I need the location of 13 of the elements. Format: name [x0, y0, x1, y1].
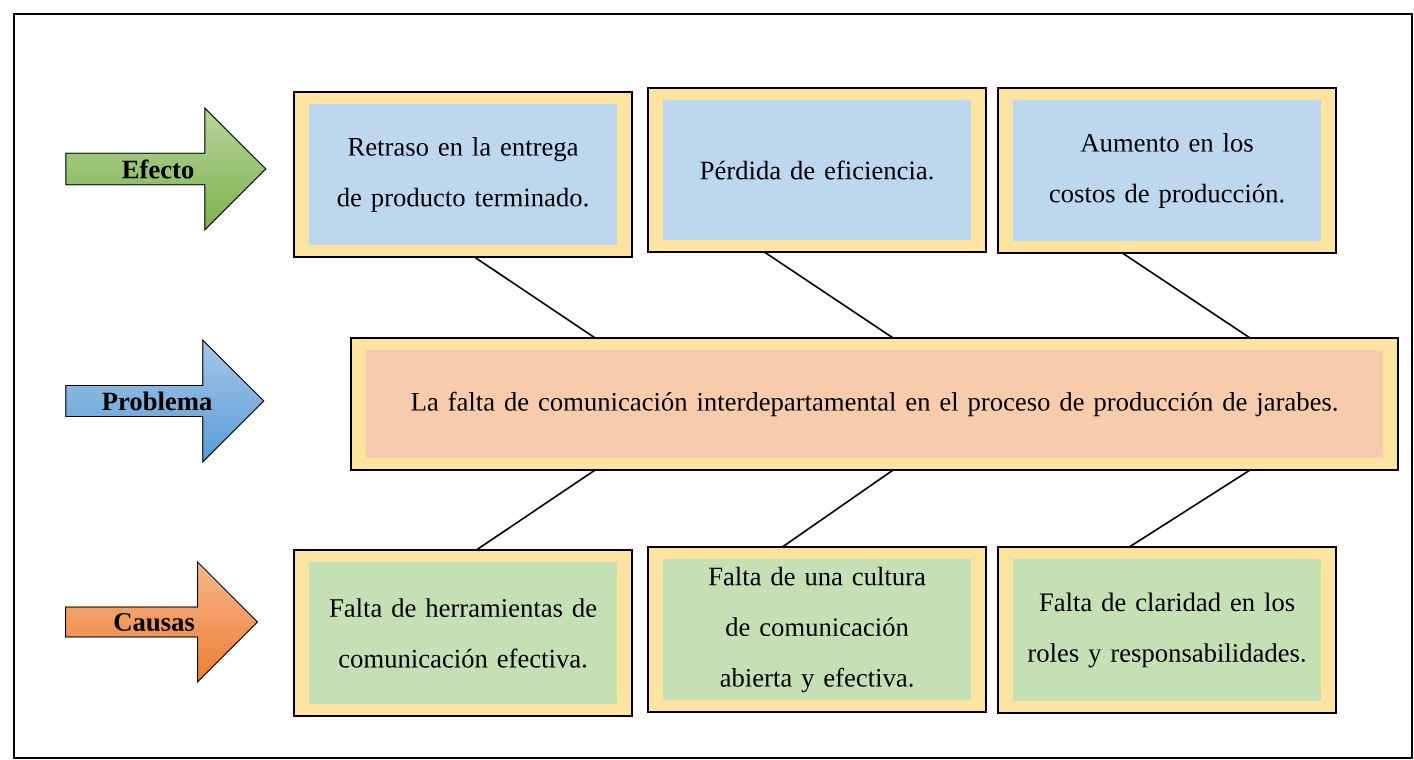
text-box: Retraso en la entrega de producto terminado.: [293, 91, 633, 258]
connector-line: [473, 256, 596, 339]
connector-line: [475, 469, 596, 551]
connector-line: [1121, 252, 1251, 339]
text-box: La falta de comunicación interdepartamental en el proceso de producción de jarabes.: [350, 337, 1399, 471]
text-box: Falta de herramientas de comunicación efectiva.: [293, 549, 633, 717]
connector-line: [763, 251, 894, 339]
text-box: Falta de una cultura de comunicación abierta y efectiva.: [647, 546, 987, 713]
text-box: Aumento en los costos de producción.: [997, 87, 1337, 254]
text-box: Pérdida de eficiencia.: [647, 87, 987, 253]
connector-line: [1128, 469, 1251, 548]
text-box: Falta de claridad en los roles y responsabilidades.: [997, 546, 1337, 714]
connector-line: [781, 469, 894, 548]
